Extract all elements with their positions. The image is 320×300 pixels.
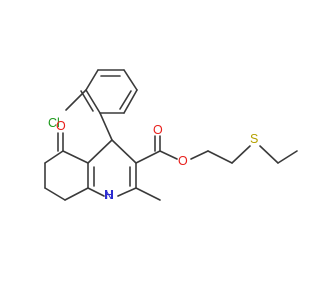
bond <box>87 139 113 164</box>
bond <box>231 145 251 164</box>
bond <box>159 150 178 160</box>
amine-label: NH <box>104 188 114 202</box>
bond <box>44 187 66 201</box>
bond <box>111 139 137 164</box>
bond <box>277 150 298 164</box>
bond <box>80 90 94 112</box>
carbonyl-oxygen-label: O <box>153 123 163 137</box>
atom-label-layer: Cl O O O S NH <box>48 116 258 202</box>
bond <box>123 69 138 91</box>
ester-oxygen-label: O <box>178 154 188 168</box>
bond <box>123 89 138 114</box>
bond <box>117 187 137 197</box>
chlorine-label: Cl <box>48 116 60 130</box>
bond <box>44 150 64 164</box>
molecule-diagram: Cl O O O S NH <box>44 69 298 202</box>
ketone-oxygen-label: O <box>56 119 66 133</box>
bond <box>207 150 233 164</box>
bond <box>62 150 89 164</box>
bond <box>65 89 87 111</box>
bond <box>85 89 101 114</box>
bond <box>87 187 105 197</box>
bond <box>64 187 89 201</box>
bond <box>259 145 279 164</box>
structure-canvas: Cl O O O S NH <box>44 69 298 202</box>
sulfur-label: S <box>250 132 258 146</box>
bond <box>190 150 209 160</box>
bond <box>135 150 161 164</box>
bond <box>85 69 99 91</box>
bond <box>119 90 132 110</box>
bond <box>135 187 161 201</box>
bond <box>99 112 113 141</box>
bond-layer <box>44 69 298 201</box>
